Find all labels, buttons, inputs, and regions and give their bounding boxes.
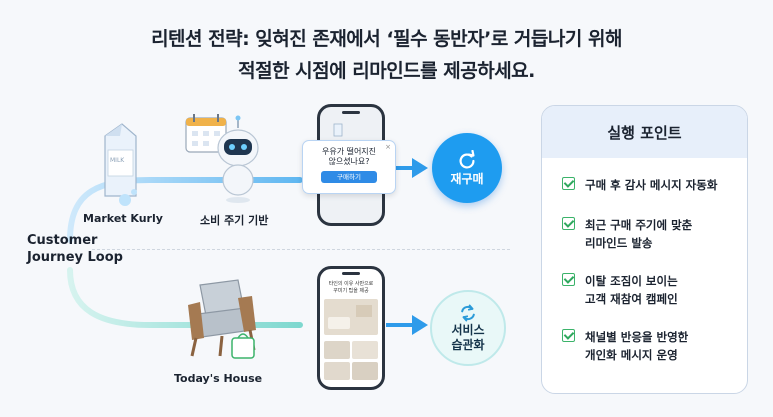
action-point-3-line-2: 고객 재참여 캠페인 bbox=[585, 292, 678, 306]
service-habit-line-1: 서비스 bbox=[451, 323, 485, 337]
flow-divider bbox=[92, 249, 510, 250]
notification-message: 우유가 떨어지진 않으셨나요? bbox=[303, 147, 395, 167]
action-point-3-line-1: 이탈 조짐이 보이는 bbox=[585, 274, 678, 288]
notification-line-1: 우유가 떨어지진 bbox=[321, 147, 377, 156]
action-point-3: 이탈 조짐이 보이는 고객 재참여 캠페인 bbox=[562, 272, 678, 308]
notification-line-2: 않으셨나요? bbox=[328, 157, 370, 166]
customer-journey-loop-label: Customer Journey Loop bbox=[27, 232, 123, 266]
purchase-button[interactable]: 구매하기 bbox=[321, 171, 377, 183]
reorder-notification[interactable]: × 우유가 떨어지진 않으셨나요? 구매하기 bbox=[302, 140, 396, 194]
bottom-arrow bbox=[386, 315, 428, 335]
check-icon bbox=[562, 329, 575, 342]
top-arrow bbox=[386, 158, 428, 178]
action-points-panel: 실행 포인트 구매 후 감사 메시지 자동화 최근 구매 주기에 맞춘 리마인드… bbox=[541, 105, 748, 394]
action-point-1-text: 구매 후 감사 메시지 자동화 bbox=[585, 178, 718, 192]
action-point-1: 구매 후 감사 메시지 자동화 bbox=[562, 176, 717, 194]
check-icon bbox=[562, 273, 575, 286]
repurchase-label: 재구매 bbox=[450, 171, 484, 186]
milk-carton-icon bbox=[104, 123, 137, 206]
action-point-2: 최근 구매 주기에 맞춘 리마인드 발송 bbox=[562, 216, 692, 252]
action-point-4-line-1: 채널별 반응을 반영한 bbox=[585, 330, 689, 344]
check-icon bbox=[562, 177, 575, 190]
sync-icon bbox=[461, 304, 475, 322]
feed-caption-line-2: 꾸미기 팁을 제공 bbox=[333, 288, 369, 294]
loop-label-line-1: Customer bbox=[27, 233, 98, 248]
repurchase-badge: 재구매 bbox=[432, 133, 502, 203]
phone-screen bbox=[333, 111, 360, 137]
milk-label: MILK bbox=[110, 157, 125, 164]
shopping-bag-icon bbox=[231, 333, 255, 359]
armchair-icon bbox=[188, 279, 256, 357]
calendar-icon bbox=[185, 114, 227, 153]
consumption-cycle-label: 소비 주기 기반 bbox=[200, 214, 269, 227]
top-flow-curve bbox=[67, 177, 303, 243]
check-icon bbox=[562, 217, 575, 230]
bottom-flow-curve bbox=[67, 267, 303, 328]
action-point-2-line-1: 최근 구매 주기에 맞춘 bbox=[585, 218, 693, 232]
refresh-icon bbox=[459, 149, 475, 169]
panel-title: 실행 포인트 bbox=[542, 106, 747, 158]
loop-label-line-2: Journey Loop bbox=[27, 250, 123, 265]
feed-caption-line-1: 타인의 이유 사만으로 bbox=[328, 281, 374, 287]
headline-line-2: 적절한 시점에 리마인드를 제공하세요. bbox=[238, 60, 535, 82]
mini-milk-icon bbox=[333, 123, 343, 137]
close-icon[interactable]: × bbox=[385, 143, 391, 151]
service-habit-badge: 서비스 습관화 bbox=[430, 290, 506, 366]
interior-feed-images bbox=[324, 272, 378, 380]
feed-caption: 타인의 이유 사만으로 꾸미기 팁을 제공 bbox=[320, 281, 382, 295]
service-habit-line-2: 습관화 bbox=[451, 338, 485, 352]
phone-mockup-todays-house: 타인의 이유 사만으로 꾸미기 팁을 제공 bbox=[317, 266, 385, 390]
robot-icon bbox=[217, 115, 259, 203]
market-kurly-label: Market Kurly bbox=[83, 212, 163, 225]
todays-house-label: Today's House bbox=[174, 372, 263, 385]
headline-line-1: 리텐션 전략: 잊혀진 존재에서 ‘필수 동반자’로 거듭나기 위해 bbox=[151, 28, 622, 50]
action-point-2-line-2: 리마인드 발송 bbox=[585, 236, 653, 250]
action-point-4-line-2: 개인화 메시지 운영 bbox=[585, 348, 678, 362]
action-point-4: 채널별 반응을 반영한 개인화 메시지 운영 bbox=[562, 328, 688, 364]
